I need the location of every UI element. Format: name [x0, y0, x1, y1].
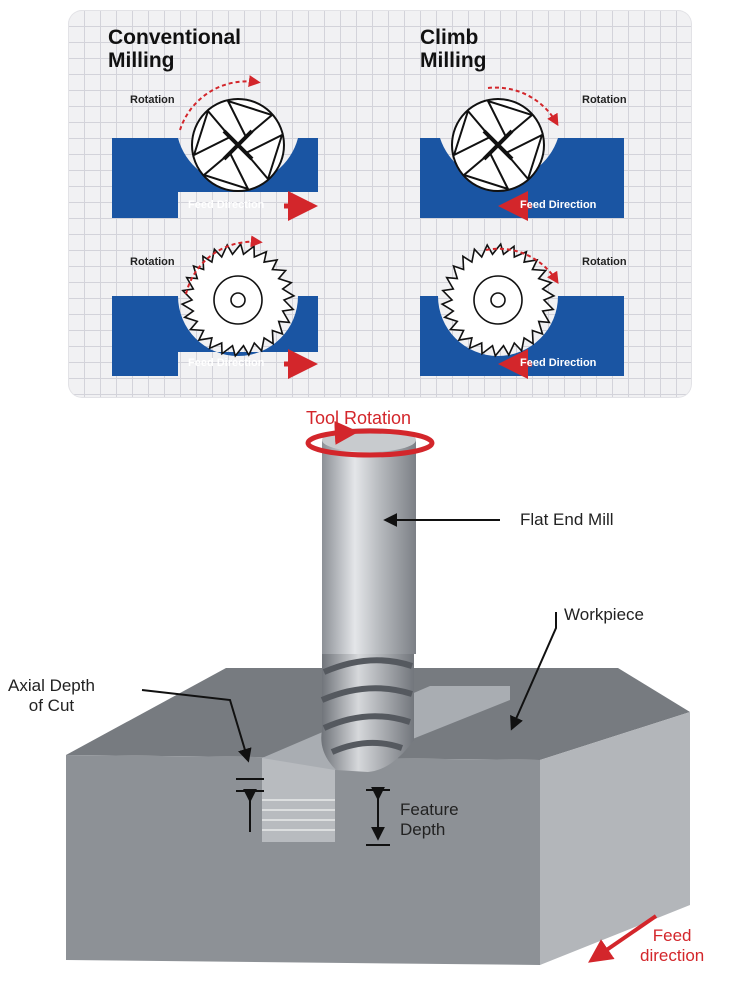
climb-bottom-feed-label: Feed Direction — [520, 357, 597, 369]
feed-direction-arrow — [588, 914, 658, 963]
conventional-saw-cutter — [180, 242, 296, 358]
climb-saw-workpiece — [420, 296, 624, 376]
workpiece-side-face — [540, 712, 690, 965]
workpiece-front-face — [66, 755, 540, 965]
milling-comparison-graphics — [112, 75, 624, 379]
workpiece-pointer — [510, 612, 557, 731]
flat-end-mill-label: Flat End Mill — [520, 510, 614, 529]
climb-endmill-cutter — [451, 98, 545, 192]
tool-rotation-ring — [305, 420, 435, 458]
workpiece-block — [66, 668, 690, 965]
workpiece-label: Workpiece — [564, 605, 644, 624]
end-mill-shank — [322, 428, 416, 654]
axial-depth-dimension — [236, 778, 264, 832]
feature-depth-label: Feature Depth — [400, 800, 459, 839]
climb-top-feed-label: Feed Direction — [520, 199, 597, 211]
conventional-bottom-feed-label: Feed Direction — [188, 357, 265, 369]
climb-bottom-rotation-label: Rotation — [582, 256, 627, 268]
conventional-saw-workpiece — [112, 296, 318, 376]
tool-rotation-label: Tool Rotation — [306, 408, 412, 428]
climb-saw-cutter — [440, 242, 556, 358]
climb-top-rotation-label: Rotation — [582, 94, 627, 106]
conventional-bottom-rotation-label: Rotation — [130, 256, 175, 268]
climb-top-rotation-arrow — [487, 86, 559, 127]
axial-depth-pointer — [141, 689, 252, 763]
conventional-milling-heading: Conventional Milling — [108, 26, 242, 72]
conventional-endmill-workpiece — [112, 138, 318, 218]
conventional-top-feed-label: Feed Direction — [188, 199, 265, 211]
end-mill-flutes — [320, 650, 414, 772]
climb-bottom-rotation-arrow — [485, 247, 559, 285]
feature-depth-dimension — [366, 786, 390, 846]
milling-comparison-panel: Conventional Milling Climb Milling Rotat… — [68, 10, 692, 398]
conventional-endmill-cutter — [191, 98, 285, 192]
axial-depth-label: Axial Depth of Cut — [8, 676, 95, 715]
conventional-top-rotation-arrow — [179, 75, 261, 131]
feed-direction-label: Feed direction — [640, 926, 705, 965]
conventional-top-rotation-label: Rotation — [130, 94, 175, 106]
conventional-bottom-rotation-arrow — [185, 235, 263, 295]
climb-milling-heading: Climb Milling — [420, 26, 487, 72]
